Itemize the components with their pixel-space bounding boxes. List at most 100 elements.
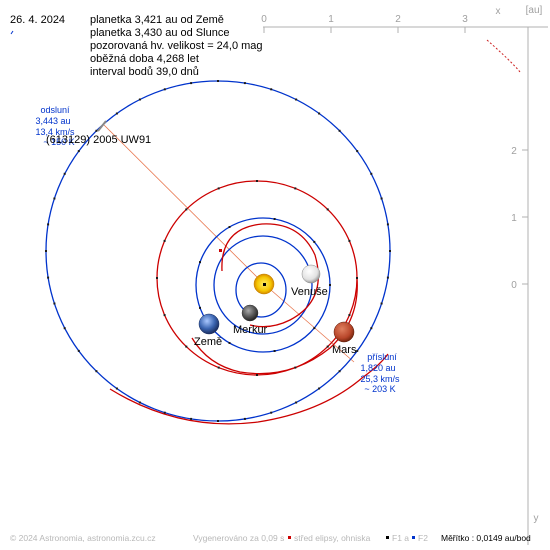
unit-label: [au] — [526, 5, 543, 16]
asteroid-orbit-dot — [217, 80, 219, 82]
footer-copyright: © 2024 Astronomia, astronomia.zcu.cz — [10, 533, 156, 543]
venus-label: Venuše — [291, 286, 328, 298]
asteroid-orbit-dot — [77, 150, 80, 153]
asteroid-orbit-dot — [217, 420, 219, 422]
legend-center-icon — [288, 536, 291, 539]
mars-orbit-dot — [348, 239, 351, 242]
x-axis-label: x — [496, 6, 501, 17]
footer-scale: Měřítko : 0,0149 au/bod — [441, 533, 531, 543]
info-line-4: oběžná doba 4,268 let — [90, 53, 199, 65]
x-tick-label-2: 2 — [395, 14, 401, 25]
asteroid-orbit-dot — [95, 370, 98, 373]
y-tick-label-2: 2 — [511, 146, 517, 157]
date-label: 26. 4. 2024 — [10, 14, 65, 26]
y-tick-label-0: 0 — [511, 280, 517, 291]
asteroid-orbit-dot — [53, 197, 56, 200]
earth-orbit-dot — [228, 226, 231, 228]
mars-orbit-dot — [163, 314, 166, 317]
asteroid-orbit — [45, 80, 391, 422]
asteroid-marker — [97, 120, 107, 132]
asteroid-orbit-dot — [45, 250, 47, 252]
asteroid-orbit-dot — [63, 327, 66, 330]
asteroid-orbit-dot — [389, 250, 391, 252]
aphelion-speed: 13,4 km/s — [35, 127, 75, 137]
mars-orbit-dot — [163, 239, 166, 242]
asteroid-orbit-dot — [295, 98, 298, 101]
mars-orbit-dot — [217, 187, 220, 190]
perihelion-distance: 1,820 au — [360, 363, 395, 373]
perihelion-line — [263, 283, 355, 363]
earth-orbit-dot — [273, 350, 276, 352]
info-line-3: pozorovaná hv. velikost = 24,0 mag — [90, 40, 263, 52]
mercury-label: Merkur — [233, 324, 268, 336]
legend-f2-label: F2 — [418, 533, 428, 543]
perihelion-speed: 25,3 km/s — [360, 374, 400, 384]
perihelion-label: přísluní — [367, 352, 397, 362]
asteroid-orbit-dot — [95, 129, 98, 132]
object-name: (613129) 2005 UW91 — [46, 134, 151, 146]
ellipse-center-marker — [219, 249, 222, 252]
x-tick-label-0: 0 — [261, 14, 267, 25]
asteroid-orbit-dot — [380, 302, 383, 305]
asteroid-orbit-dot — [47, 276, 50, 279]
mars — [333, 321, 355, 343]
mars-orbit-dot — [294, 366, 297, 369]
earth-direction-arc — [486, 39, 521, 73]
asteroid-orbit-dot — [370, 327, 373, 330]
mars-orbit-inner-arc — [221, 223, 319, 328]
mars-orbit-dot — [256, 374, 258, 376]
asteroid-orbit-dot — [243, 417, 246, 420]
mars-orbit-dot — [326, 345, 329, 348]
x-tick-label-3: 3 — [462, 14, 468, 25]
mars-orbit-dot — [185, 345, 188, 348]
asteroid-orbit-dot — [386, 223, 389, 226]
mercury-orbit — [235, 262, 287, 318]
asteroid-orbit-dot — [190, 417, 193, 420]
earth-orbit-dot — [228, 342, 231, 344]
legend-f2-icon — [412, 536, 415, 539]
mars-orbit-dot — [348, 314, 351, 317]
earth-orbit-dot — [273, 218, 276, 220]
asteroid-orbit-dot — [190, 82, 193, 85]
mars-orbit-dot — [217, 366, 220, 369]
aphelion-temperature: ~ 150 K — [43, 137, 74, 147]
asteroid-orbit-dot — [318, 112, 321, 115]
info-line-1: planetka 3,421 au od Země — [90, 14, 224, 26]
asteroid-orbit-red-arc — [109, 353, 389, 425]
asteroid-orbit-dot — [53, 302, 56, 305]
y-axis-label: y — [534, 513, 539, 524]
asteroid-orbit-dot — [115, 112, 118, 115]
info-line-5: interval bodů 39,0 dnů — [90, 66, 199, 78]
earth-orbit-dot — [199, 306, 201, 309]
mars-orbit-dot — [185, 208, 188, 211]
asteroid-orbit-dot — [338, 370, 341, 373]
mars-orbit-dot — [356, 277, 358, 279]
venus — [301, 264, 321, 284]
asteroid-orbit-dot — [370, 172, 373, 175]
earth-orbit-dot — [313, 327, 316, 330]
asteroid-orbit-dot — [380, 197, 383, 200]
legend-f1-label: F1 a — [392, 533, 409, 543]
footer: © 2024 Astronomia, astronomia.zcu.cz Vyg… — [10, 533, 531, 543]
asteroid-orbit-dot — [338, 129, 341, 132]
earth-orbit-dot — [313, 240, 316, 243]
x-tick-label-1: 1 — [328, 14, 334, 25]
asteroid-orbit-dot — [163, 88, 166, 91]
mercury — [241, 304, 259, 322]
asteroid-orbit-dot — [77, 349, 80, 352]
asteroid-orbit-dot — [356, 349, 359, 352]
axes: 0 1 2 3 x [au] 0 1 2 y — [261, 5, 548, 545]
asteroid-orbit-dot — [270, 88, 273, 91]
earth — [198, 313, 220, 335]
perihelion-temperature: ~ 203 K — [364, 384, 395, 394]
mars-orbit-tail — [191, 277, 358, 375]
footer-generated: Vygenerováno za 0,09 s — [193, 533, 284, 543]
mars-orbit-dot — [294, 187, 297, 190]
asteroid-orbit-dot — [386, 276, 389, 279]
aphelion-distance: 3,443 au — [35, 116, 70, 126]
mars-label: Mars — [332, 344, 357, 356]
earth-orbit-dot — [329, 284, 331, 286]
earth-orbit-dot — [199, 261, 201, 264]
